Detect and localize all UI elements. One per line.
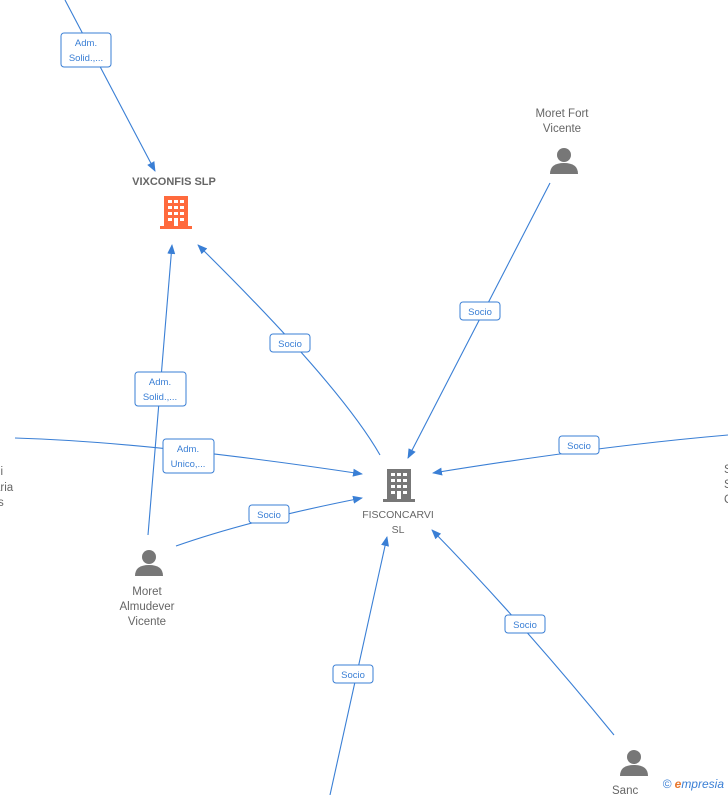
left-label-line2: li xyxy=(0,466,3,478)
left-label-line4: s xyxy=(0,497,4,509)
edge-label-socio-almudever: Socio xyxy=(248,504,290,524)
svg-text:Socio: Socio xyxy=(468,307,492,318)
company-label-fisconcarvi-2: SL xyxy=(392,524,405,536)
svg-text:Solid.,...: Solid.,... xyxy=(69,53,103,64)
company-label-fisconcarvi-1: FISCONCARVI xyxy=(362,509,434,521)
svg-text:Socio: Socio xyxy=(513,620,537,631)
person-label-line2: Almudever xyxy=(120,601,175,613)
edge-label-socio-vixconfis: Socio xyxy=(269,333,311,353)
edge-label-adm-solid-mid: Adm. Solid.,... xyxy=(134,371,187,407)
edge-label-adm-unico: Adm. Unico,... xyxy=(162,438,215,474)
edge-label-adm-solid-top: Adm. Solid.,... xyxy=(60,32,112,68)
person-label-line1: Moret xyxy=(132,586,162,598)
edge-label-socio-bottom: Socio xyxy=(332,664,374,684)
copyright-symbol: © xyxy=(662,777,672,791)
person-icon xyxy=(135,550,163,576)
person-label-line2: Vicente xyxy=(543,123,581,135)
edge-top-to-vixconfis xyxy=(64,0,156,172)
person-label-line1: Moret Fort xyxy=(535,108,589,120)
person-node-moret-almudever[interactable]: Moret Almudever Vicente xyxy=(120,550,175,628)
svg-text:Adm.: Adm. xyxy=(177,444,199,455)
person-label-line3: Vicente xyxy=(128,616,166,628)
left-label-line1: i xyxy=(0,451,1,463)
edge-label-socio-moretfort: Socio xyxy=(459,301,501,321)
person-icon xyxy=(550,148,578,174)
svg-text:Solid.,...: Solid.,... xyxy=(143,392,177,403)
edge-bottom-to-fisconcarvi xyxy=(329,536,389,795)
person-icon xyxy=(620,750,648,776)
svg-text:Socio: Socio xyxy=(341,670,365,681)
edge-label-socio-sanc: Socio xyxy=(504,614,546,634)
building-icon xyxy=(383,469,415,502)
company-node-fisconcarvi[interactable]: FISCONCARVI SL xyxy=(362,469,434,536)
edge-label-socio-right: Socio xyxy=(558,435,600,455)
brand-initial: e xyxy=(674,777,682,791)
building-icon xyxy=(160,196,192,229)
brand-name: mpresia xyxy=(681,777,724,791)
company-label-vixconfis: VIXCONFIS SLP xyxy=(132,176,216,188)
svg-text:Adm.: Adm. xyxy=(75,38,97,49)
svg-text:Socio: Socio xyxy=(278,339,302,350)
svg-text:Unico,...: Unico,... xyxy=(171,459,206,470)
edge-fisconcarvi-to-vixconfis xyxy=(197,244,381,456)
right-label-line1: S xyxy=(724,464,728,476)
company-node-vixconfis[interactable]: VIXCONFIS SLP xyxy=(132,176,216,229)
svg-text:Adm.: Adm. xyxy=(149,377,171,388)
node-label-left-partial: i li aria s xyxy=(0,451,14,509)
person-node-sanc[interactable]: Sanc xyxy=(612,750,648,795)
empresia-watermark: ©empresia xyxy=(663,777,724,791)
node-label-right-partial: S S C xyxy=(724,464,728,506)
right-label-line3: C xyxy=(724,494,728,506)
left-label-line3: aria xyxy=(0,482,14,494)
svg-text:Socio: Socio xyxy=(257,510,281,521)
person-node-moret-fort[interactable]: Moret Fort Vicente xyxy=(535,108,589,174)
person-label-line1: Sanc xyxy=(612,785,638,795)
right-label-line2: S xyxy=(724,479,728,491)
svg-text:Socio: Socio xyxy=(567,441,591,452)
